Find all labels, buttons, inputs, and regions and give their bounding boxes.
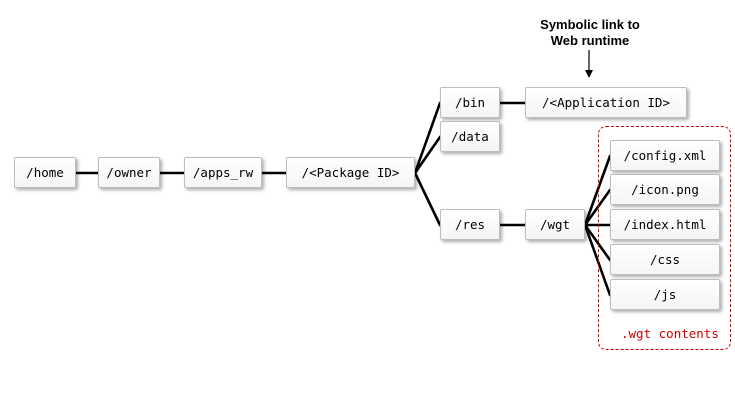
node-icon-png: /icon.png [610, 174, 720, 205]
connector-wgt-css [583, 223, 612, 262]
connector-package-res [413, 171, 442, 227]
wgt-contents-caption: .wgt contents [621, 326, 719, 341]
node-js: /js [610, 279, 720, 310]
wgt-contents-caption-code: .wgt [621, 326, 652, 341]
node-css: /css [610, 244, 720, 275]
node-package-id: /<Package ID> [286, 157, 415, 188]
node-apps-rw: /apps_rw [184, 157, 262, 188]
symlink-annotation: Symbolic link to Web runtime [520, 17, 660, 49]
connector-package-bin [413, 101, 442, 175]
connector-wgt-js [583, 223, 612, 297]
connector-package-data [413, 135, 442, 175]
wgt-contents-frame [598, 126, 731, 350]
symlink-annotation-line1: Symbolic link to [540, 17, 640, 32]
node-owner: /owner [98, 157, 160, 188]
node-res: /res [440, 209, 500, 240]
node-application-id: /<Application ID> [525, 87, 687, 118]
node-bin: /bin [440, 87, 500, 118]
symlink-annotation-line2: Web runtime [550, 33, 630, 48]
connector-wgt-config-xml [583, 154, 612, 227]
wgt-contents-caption-word: contents [658, 326, 719, 341]
node-index-html: /index.html [610, 209, 720, 240]
node-wgt: /wgt [525, 209, 585, 240]
node-data: /data [440, 121, 500, 152]
node-home: /home [14, 157, 76, 188]
node-config-xml: /config.xml [610, 140, 720, 171]
connector-wgt-icon-png [583, 188, 612, 227]
